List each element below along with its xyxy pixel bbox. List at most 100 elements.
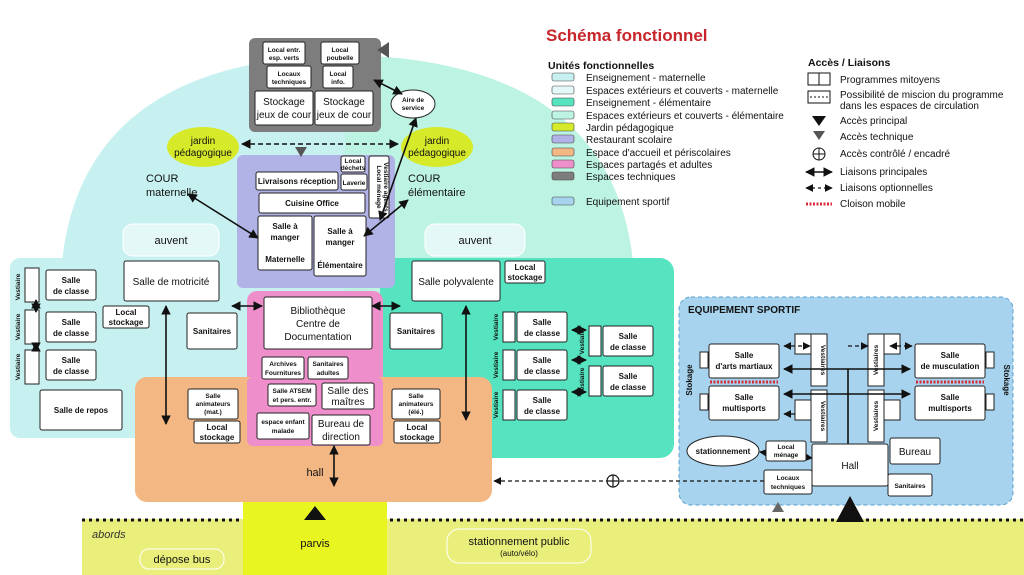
salle-multisports-right [914, 385, 986, 421]
svg-text:Salle polyvalente: Salle polyvalente [418, 277, 494, 288]
svg-text:Programmes mitoyens: Programmes mitoyens [840, 75, 940, 86]
laverie [340, 173, 368, 191]
svg-text:Liaisons principales: Liaisons principales [840, 167, 927, 178]
mat-classes: Salle de classe Salle de classe Salle de… [15, 267, 97, 385]
svg-text:d'arts martiaux: d'arts martiaux [715, 362, 773, 371]
hall-label: hall [306, 467, 323, 479]
local-poubelle [320, 41, 360, 65]
svg-text:Local entr.: Local entr. [268, 47, 301, 54]
svg-text:poubelle: poubelle [327, 55, 354, 62]
svg-text:Salle: Salle [735, 393, 754, 402]
svg-text:de classe: de classe [524, 329, 561, 338]
svg-text:de classe: de classe [610, 383, 647, 392]
jardin-right-sub: pédagogique [408, 148, 466, 159]
svg-text:Local ménage: Local ménage [375, 165, 382, 209]
svg-text:Vestiaires: Vestiaires [873, 400, 880, 431]
legend-swatch [551, 159, 575, 169]
svg-text:(mat.): (mat.) [204, 409, 222, 416]
legend-access: Programmes mitoyens Possibilité de misci… [805, 72, 1004, 210]
svg-text:Accès contrôlé / encadré: Accès contrôlé / encadré [840, 149, 950, 160]
livraisons [255, 171, 339, 191]
stationnement-public [446, 528, 592, 564]
page-title: Schéma fonctionnel [546, 26, 708, 45]
local-info [322, 65, 354, 89]
svg-text:info.: info. [331, 79, 345, 86]
svg-text:Vestiaire: Vestiaire [579, 367, 586, 394]
technical-access-icon [377, 42, 389, 58]
svg-text:de musculation: de musculation [921, 362, 980, 371]
svg-text:multisports: multisports [928, 404, 972, 413]
svg-text:Livraisons réception: Livraisons réception [258, 177, 336, 186]
parvis-label: parvis [300, 538, 330, 550]
legend-swatch [551, 134, 575, 144]
svg-text:Salle ATSEM: Salle ATSEM [272, 388, 311, 395]
archives [261, 356, 305, 380]
stationnement-sport [686, 435, 760, 467]
svg-text:stockage: stockage [109, 318, 144, 327]
svg-text:Documentation: Documentation [284, 332, 351, 343]
svg-text:manger: manger [326, 238, 355, 247]
svg-text:Local: Local [332, 47, 349, 54]
svg-text:Salle: Salle [533, 356, 552, 365]
sport-title: EQUIPEMENT SPORTIF [688, 305, 800, 316]
svg-text:esp. verts: esp. verts [269, 55, 300, 62]
svg-text:Accès principal: Accès principal [840, 116, 907, 127]
svg-text:Salle: Salle [62, 356, 81, 365]
svg-text:Salle: Salle [941, 393, 960, 402]
legend-unit-label: Espace d'accueil et périscolaires [586, 148, 731, 159]
cour-elementaire-label: COUR [408, 173, 440, 185]
svg-text:Salle de motricité: Salle de motricité [133, 277, 210, 288]
svg-text:Local: Local [116, 308, 137, 317]
svg-text:stockage: stockage [508, 273, 543, 282]
svg-text:de classe: de classe [53, 367, 90, 376]
local-menage-sport [765, 440, 807, 462]
legend-unit-label: Restaurant scolaire [586, 135, 673, 146]
svg-text:adultes: adultes [317, 370, 340, 377]
salle-manger-ele [313, 215, 367, 277]
svg-text:Cloison mobile: Cloison mobile [840, 199, 906, 210]
hall-sport [811, 443, 889, 487]
bureau-direction [311, 414, 371, 446]
technical-access-icon-2 [295, 147, 307, 157]
stock-box-3 [985, 351, 995, 369]
svg-text:animateurs: animateurs [196, 401, 231, 408]
svg-text:stationnement: stationnement [696, 447, 751, 456]
svg-text:et pers. entr.: et pers. entr. [273, 397, 312, 404]
svg-text:Vestiaire: Vestiaire [15, 273, 22, 300]
svg-text:dans les espaces de circulatio: dans les espaces de circulation [840, 101, 979, 112]
stokage-left: Stokage [685, 364, 694, 396]
link-aire [373, 79, 403, 95]
salle-arts-martiaux [708, 343, 780, 379]
locaux-techniques [266, 65, 312, 89]
local-entretien [262, 41, 306, 65]
svg-text:Liaisons optionnelles: Liaisons optionnelles [840, 183, 933, 194]
legend-swatch [551, 196, 575, 206]
svg-text:Stockage: Stockage [263, 97, 305, 108]
stockage-jeux-ele [314, 90, 374, 126]
stock-box-1 [699, 351, 709, 369]
svg-text:ménage: ménage [774, 452, 799, 459]
sanitaires-adultes [307, 356, 349, 380]
auvent-right [424, 223, 526, 257]
svg-text:Vestiaire: Vestiaire [493, 313, 500, 340]
svg-text:Vestiaire: Vestiaire [579, 327, 586, 354]
svg-text:Salle des: Salle des [327, 386, 368, 397]
svg-text:espace enfant: espace enfant [261, 419, 305, 426]
svg-text:Accès technique: Accès technique [840, 132, 914, 143]
jardin-left-sub: pédagogique [174, 148, 232, 159]
svg-text:de classe: de classe [524, 407, 561, 416]
salle-animateurs-mat [187, 388, 239, 420]
legend-swatch [551, 97, 575, 107]
svg-text:Possibilité de miscion du prog: Possibilité de miscion du programme [840, 90, 1004, 101]
espace-enfant-malade [256, 412, 310, 440]
svg-text:de classe: de classe [524, 367, 561, 376]
legend-unit-label: Enseignement - élémentaire [586, 98, 712, 109]
bibliotheque [263, 296, 373, 350]
svg-text:service: service [402, 105, 425, 112]
svg-text:déchets: déchets [341, 165, 366, 172]
legend-swatch [551, 85, 575, 95]
ele-classes: Salle de classe Salle de classe Salle de… [493, 311, 654, 421]
svg-text:Salle: Salle [533, 396, 552, 405]
bureau-sport [889, 437, 941, 465]
